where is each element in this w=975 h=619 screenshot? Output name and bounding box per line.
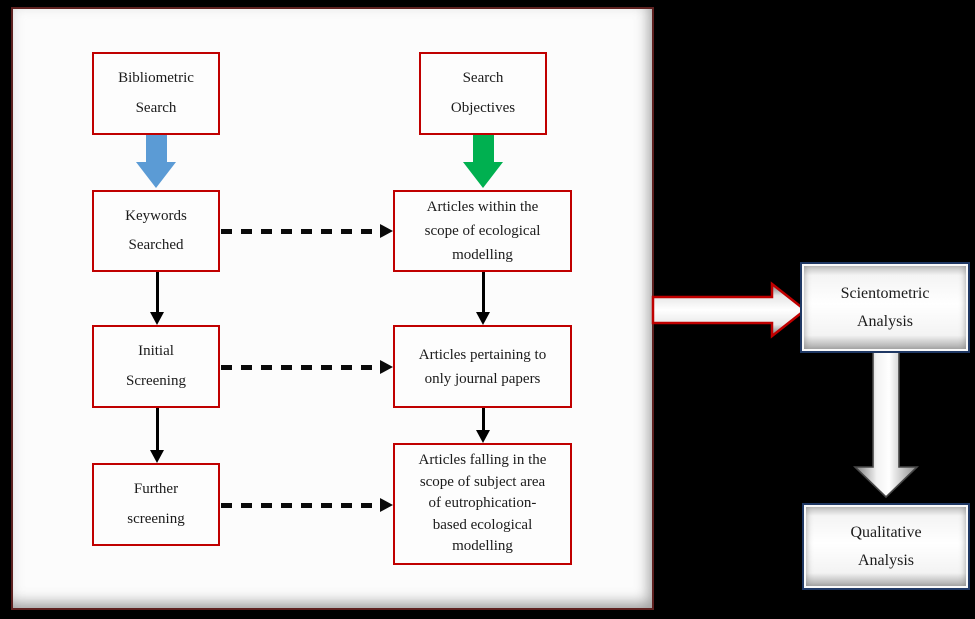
connector-arrowhead — [476, 312, 490, 325]
connector-initial-to-further — [150, 408, 164, 463]
flow-box-label: Keywords Searched — [125, 207, 187, 253]
dashed-line — [221, 229, 382, 234]
connector-arrowhead — [150, 450, 164, 463]
dashed-connector-further-to-eutrophication — [221, 498, 393, 512]
green-down-arrow-icon — [463, 135, 503, 188]
connector-scope-to-journal — [476, 271, 490, 325]
flow-box-keywords-searched: Keywords Searched — [92, 190, 220, 272]
flow-box-further-screening: Further screening — [92, 463, 220, 546]
flow-box-search-objectives: Search Objectives — [419, 52, 547, 135]
arrow-shaft — [472, 135, 494, 162]
connector-line — [155, 271, 159, 312]
flow-box-label: Articles falling in the scope of subject… — [418, 452, 547, 555]
flow-box-label: Search Objectives — [450, 70, 516, 116]
dashed-arrowhead — [380, 498, 393, 512]
dashed-line — [221, 365, 382, 370]
connector-keywords-to-initial — [150, 271, 164, 325]
flow-box-label: Articles pertaining to only journal pape… — [418, 346, 547, 387]
connector-arrowhead — [476, 430, 490, 443]
flow-box-articles-journal-papers: Articles pertaining to only journal pape… — [393, 325, 572, 408]
flow-box-label: Bibliometric Search — [118, 70, 194, 116]
connector-journal-to-eutrophication — [476, 408, 490, 443]
flow-box-label: Further screening — [127, 481, 185, 527]
output-box-scientometric-analysis: Scientometric Analysis — [800, 262, 970, 353]
flow-box-label: Articles within the scope of ecological … — [424, 199, 541, 263]
dashed-arrowhead — [380, 360, 393, 374]
flow-box-articles-eutrophication: Articles falling in the scope of subject… — [393, 443, 572, 565]
connector-arrowhead — [150, 312, 164, 325]
connector-line — [155, 408, 159, 450]
arrow-head — [463, 162, 503, 188]
connector-line — [481, 271, 485, 312]
output-box-label: Qualitative Analysis — [850, 524, 922, 569]
flow-box-label: Initial Screening — [126, 343, 186, 389]
connector-line — [481, 408, 485, 430]
dashed-connector-keywords-to-scope — [221, 224, 393, 238]
arrow-shaft — [145, 135, 167, 162]
big-right-transition-arrow — [651, 281, 808, 339]
dashed-connector-initial-to-journal — [221, 360, 393, 374]
output-box-qualitative-analysis: Qualitative Analysis — [802, 503, 970, 590]
output-box-label: Scientometric Analysis — [840, 285, 930, 330]
dashed-line — [221, 503, 382, 508]
flow-box-initial-screening: Initial Screening — [92, 325, 220, 408]
flow-box-articles-ecological-scope: Articles within the scope of ecological … — [393, 190, 572, 272]
blue-down-arrow-icon — [136, 135, 176, 188]
arrow-head — [136, 162, 176, 188]
flow-box-bibliometric-search: Bibliometric Search — [92, 52, 220, 135]
dashed-arrowhead — [380, 224, 393, 238]
big-down-transition-arrow — [853, 351, 919, 499]
